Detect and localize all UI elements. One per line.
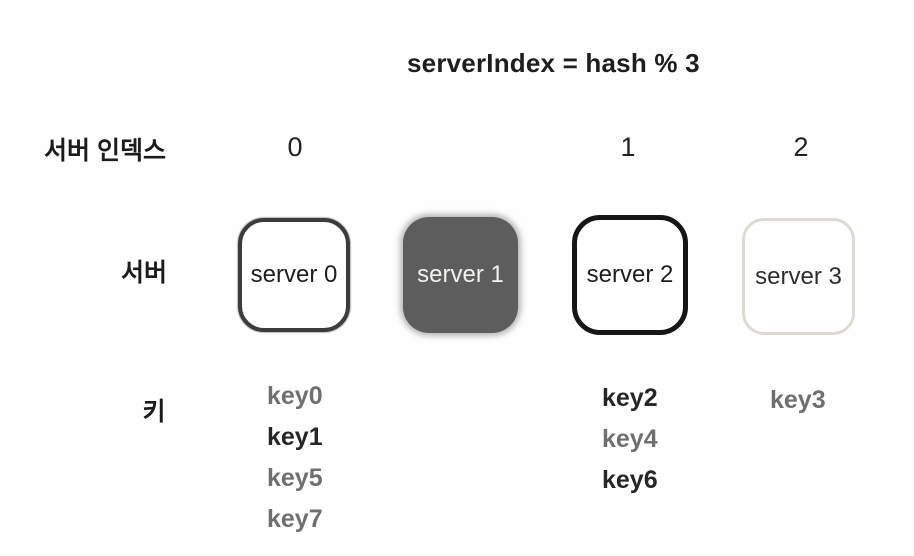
key-item: key2 bbox=[602, 384, 658, 412]
server-box-0: server 0 bbox=[238, 218, 350, 332]
key-group-server-0: key0 key1 key5 key7 bbox=[267, 384, 323, 532]
key-group-server-2: key2 key4 key6 bbox=[602, 386, 658, 493]
key-item: key6 bbox=[602, 466, 658, 494]
server-box-2: server 2 bbox=[572, 215, 688, 335]
server-box-2-label: server 2 bbox=[586, 261, 674, 288]
server-box-3: server 3 bbox=[742, 218, 855, 335]
row-label-server-index: 서버 인덱스 bbox=[44, 137, 166, 165]
key-group-server-3: key3 bbox=[770, 388, 826, 413]
key-item: key4 bbox=[602, 425, 658, 453]
server-box-3-label: server 3 bbox=[755, 262, 842, 290]
server-box-1-label: server 1 bbox=[417, 261, 504, 288]
key-item: key0 bbox=[267, 382, 323, 410]
key-item: key7 bbox=[267, 505, 323, 533]
server-box-0-label: server 0 bbox=[250, 261, 338, 288]
key-item: key3 bbox=[770, 386, 826, 414]
server-index-value-0: 0 bbox=[287, 132, 303, 162]
server-index-value-2: 2 bbox=[793, 132, 809, 162]
formula-title: serverIndex = hash % 3 bbox=[407, 48, 700, 78]
key-item: key5 bbox=[267, 464, 323, 492]
server-index-value-1: 1 bbox=[620, 132, 636, 162]
key-item: key1 bbox=[267, 423, 323, 451]
server-box-1-offline: server 1 bbox=[403, 217, 518, 333]
row-label-key: 키 bbox=[142, 398, 166, 426]
row-label-server: 서버 bbox=[120, 259, 168, 287]
